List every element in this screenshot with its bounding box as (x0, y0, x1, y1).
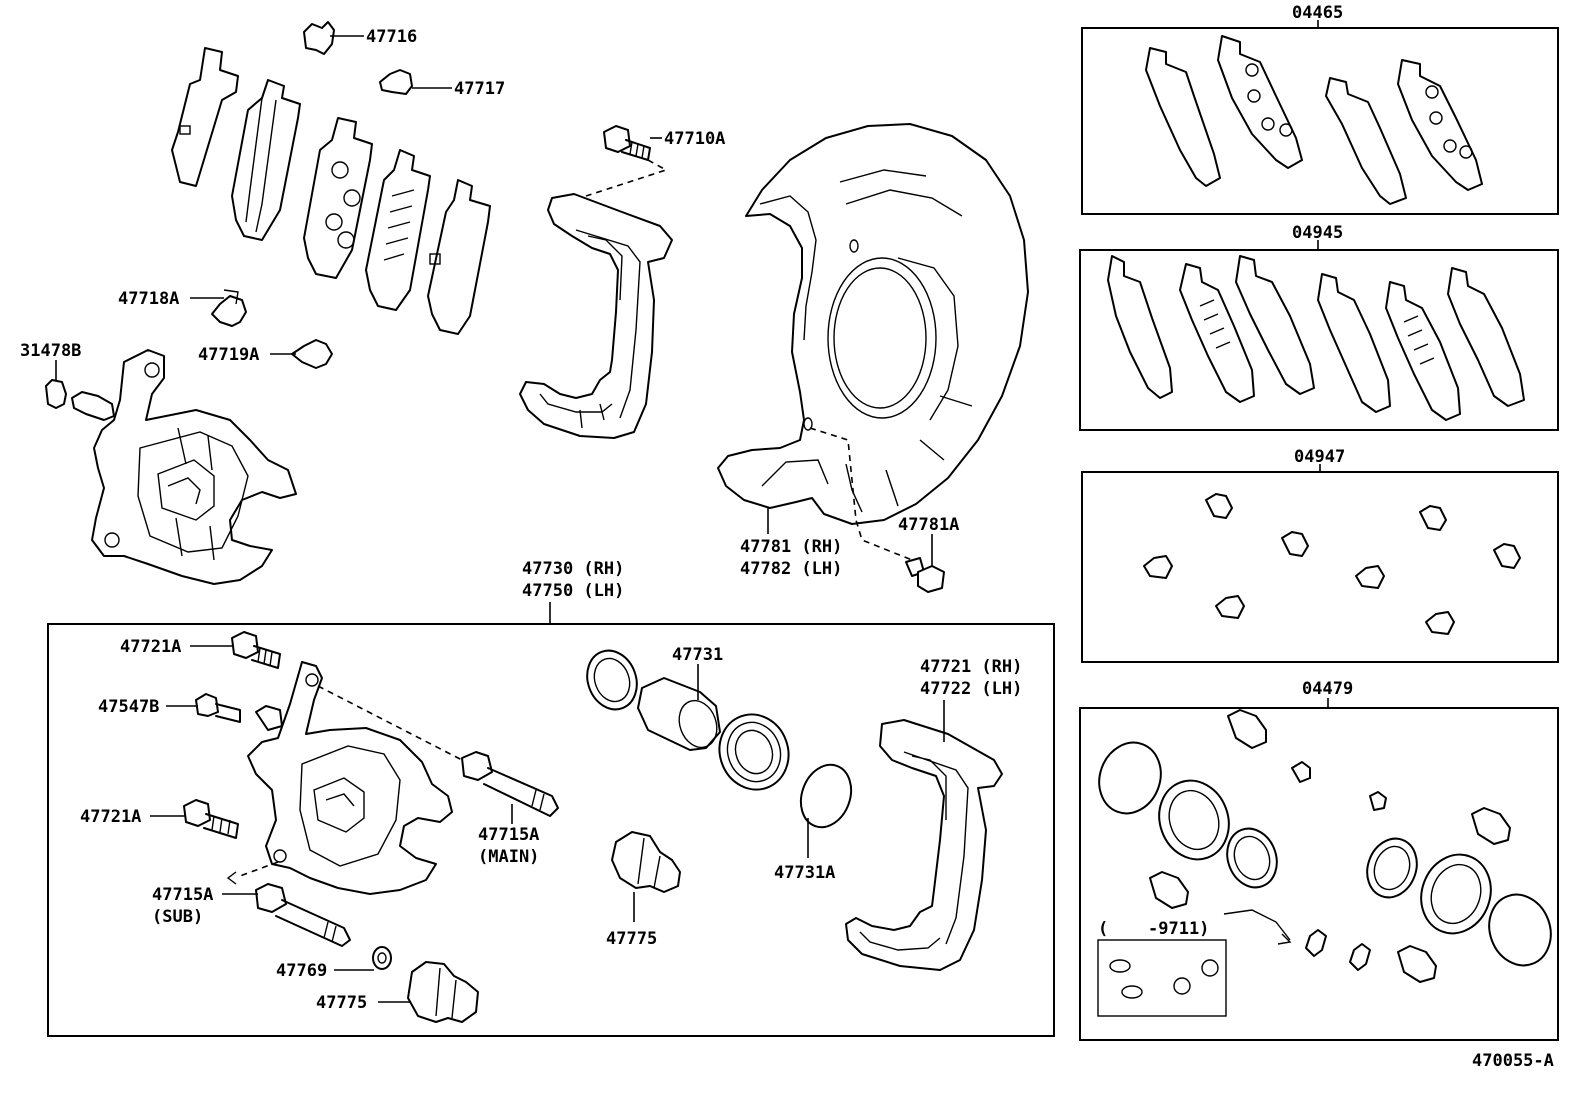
disc-brake-dust-cover (717, 123, 1029, 561)
kit-04947-box (1081, 471, 1559, 663)
anti-squeal-shim-inner (365, 149, 431, 311)
label-47782-lh: 47782 (LH) (740, 559, 842, 579)
label-main-note: (MAIN) (478, 847, 539, 867)
kit-04947-clips (1143, 493, 1521, 635)
label-47721-rh: 47721 (RH) (920, 657, 1022, 677)
kit-04945-shims (1107, 255, 1525, 421)
bleeder-47547B-icon (166, 693, 241, 723)
caliper-assembly-icon (71, 349, 297, 585)
piston-seal-47731A-icon (799, 763, 853, 858)
label-47731: 47731 (672, 645, 723, 665)
label-47547B: 47547B (98, 697, 159, 717)
kit-04479-seals (1097, 709, 1552, 1017)
label-47719A: 47719A (198, 345, 259, 365)
diagram-id: 470055-A (1472, 1051, 1554, 1071)
label-range-open: ( (1098, 919, 1108, 939)
label-47716: 47716 (366, 27, 417, 47)
label-47710A: 47710A (664, 129, 725, 149)
label-47730-rh: 47730 (RH) (522, 559, 624, 579)
pin-47715A-main-icon (317, 685, 559, 824)
label-47718A: 47718A (118, 289, 179, 309)
label-range-value: -9711) (1148, 919, 1209, 939)
pad-shim-outer (171, 47, 239, 187)
label-47775-center: 47775 (606, 929, 657, 949)
bolt-47721A-top-icon (190, 631, 281, 669)
label-47781-rh: 47781 (RH) (740, 537, 842, 557)
label-sub-note: (SUB) (152, 907, 203, 927)
label-47715A-sub: 47715A (152, 885, 213, 905)
label-47750-lh: 47750 (LH) (522, 581, 624, 601)
kit-04465-pads (1145, 35, 1483, 205)
label-kit-04947: 04947 (1294, 447, 1345, 467)
anti-squeal-shim-outer (427, 179, 491, 335)
clip-47719A-icon (270, 339, 333, 369)
label-47721A-top: 47721A (120, 637, 181, 657)
brake-pad-inner (303, 117, 373, 279)
bolt-47721A-mid-icon (150, 799, 239, 839)
brake-pad-outer (231, 79, 301, 241)
label-47769: 47769 (276, 961, 327, 981)
label-kit-04945: 04945 (1292, 223, 1343, 243)
label-kit-04465: 04465 (1292, 3, 1343, 23)
clip-47716-icon (303, 21, 364, 55)
label-47715A-main: 47715A (478, 825, 539, 845)
bolt-47781A-icon (905, 534, 945, 593)
kit-04945-box (1079, 249, 1559, 431)
label-47775-bottom: 47775 (316, 993, 367, 1013)
caliper-bracket-lower (845, 700, 1003, 971)
kit-04465-box (1081, 27, 1559, 215)
cap-31478B-icon (45, 360, 67, 409)
label-47721A-mid: 47721A (80, 807, 141, 827)
caliper-bracket-upper (519, 193, 673, 439)
label-47717: 47717 (454, 79, 505, 99)
caliper-body-icon (247, 661, 453, 895)
pin-47715A-sub-icon (222, 861, 351, 947)
label-31478B: 31478B (20, 341, 81, 361)
clip-47717-icon (379, 69, 452, 95)
boot-47775-bottom-icon (378, 961, 479, 1023)
cylinder-boot-icon (718, 713, 790, 791)
label-kit-04479: 04479 (1302, 679, 1353, 699)
label-47731A: 47731A (774, 863, 835, 883)
piston-47731-icon (637, 664, 721, 751)
boot-47775-center-icon (611, 831, 681, 922)
piston-seal-ring-icon (586, 649, 638, 711)
kit-04479-box (1079, 707, 1559, 1041)
caliper-kit-box (47, 623, 1055, 1037)
clip-47718A-icon (190, 289, 247, 327)
bolt-47710A-icon (585, 125, 668, 197)
bushing-47769-icon (334, 946, 392, 971)
label-47722-lh: 47722 (LH) (920, 679, 1022, 699)
label-47781A: 47781A (898, 515, 959, 535)
